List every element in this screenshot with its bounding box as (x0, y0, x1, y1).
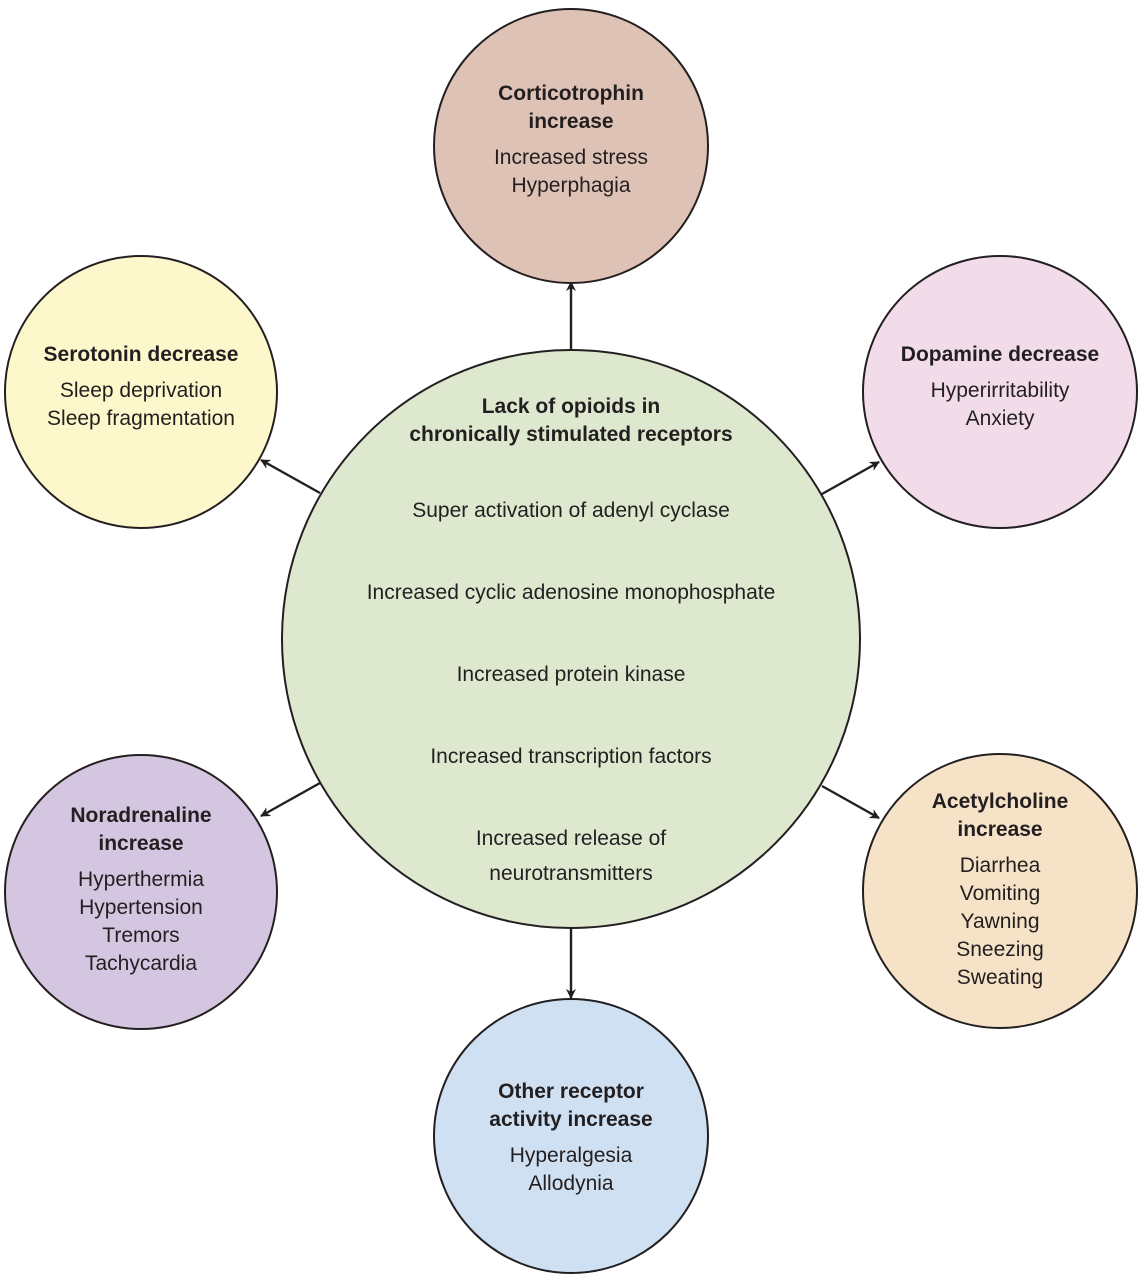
corticotrophin-title-line-2: increase (528, 110, 614, 133)
noradrenaline-title: Noradrenaline increase (6, 802, 276, 858)
arrow-to-acetylcholine (821, 784, 880, 820)
symptom-item: Diarrhea (959, 854, 1041, 877)
acetylcholine-title: Acetylcholine increase (864, 788, 1136, 844)
arrow-to-serotonin (260, 458, 321, 495)
step-protein-kinase: Increased protein kinase (456, 663, 686, 686)
symptom-item: Sweating (956, 966, 1044, 989)
step-final-line-1: Increased release of (475, 827, 667, 850)
symptom-item: Tremors (102, 924, 180, 947)
step-neurotransmitter-release: Increased release of neurotransmitters (283, 821, 859, 891)
serotonin-title-line-1: Serotonin decrease (43, 343, 239, 366)
other-receptor-title-line-1: Other receptor (498, 1080, 644, 1103)
dopamine-title-line-1: Dopamine decrease (900, 343, 1100, 366)
symptom-item: Vomiting (959, 882, 1041, 905)
other-receptor-title-line-2: activity increase (489, 1108, 653, 1131)
step-adenyl-cyclase: Super activation of adenyl cyclase (412, 499, 730, 522)
corticotrophin-node: Corticotrophin increase Increased stress… (433, 8, 709, 284)
dopamine-node: Dopamine decrease Hyperirritability Anxi… (862, 255, 1138, 529)
symptom-item: Tachycardia (84, 952, 198, 975)
symptom-item: Hyperthermia (77, 868, 205, 891)
arrow-to-noradrenaline (260, 781, 321, 818)
center-title: Lack of opioids in chronically stimulate… (283, 393, 859, 449)
dopamine-title: Dopamine decrease (864, 341, 1136, 369)
noradrenaline-node: Noradrenaline increase Hyperthermia Hype… (4, 754, 278, 1030)
symptom-item: Hyperalgesia (509, 1144, 633, 1167)
step-camp: Increased cyclic adenosine monophosphate (366, 581, 776, 604)
other-receptor-title: Other receptor activity increase (435, 1078, 707, 1134)
serotonin-title: Serotonin decrease (6, 341, 276, 369)
other-receptor-symptoms: Hyperalgesia Allodynia (435, 1142, 707, 1198)
corticotrophin-title: Corticotrophin increase (435, 80, 707, 136)
serotonin-node: Serotonin decrease Sleep deprivation Sle… (4, 255, 278, 529)
symptom-item: Sleep deprivation (59, 379, 223, 402)
noradrenaline-title-line-1: Noradrenaline (70, 804, 212, 827)
symptom-item: Allodynia (528, 1172, 614, 1195)
step-transcription-factors: Increased transcription factors (430, 745, 712, 768)
symptom-item: Hyperphagia (511, 174, 631, 197)
corticotrophin-title-line-1: Corticotrophin (498, 82, 644, 105)
symptom-item: Hyperirritability (930, 379, 1070, 402)
noradrenaline-symptoms: Hyperthermia Hypertension Tremors Tachyc… (6, 866, 276, 978)
other-receptor-node: Other receptor activity increase Hyperal… (433, 998, 709, 1274)
acetylcholine-title-line-2: increase (957, 818, 1043, 841)
noradrenaline-title-line-2: increase (98, 832, 184, 855)
acetylcholine-symptoms: Diarrhea Vomiting Yawning Sneezing Sweat… (864, 852, 1136, 992)
symptom-item: Sleep fragmentation (47, 407, 235, 430)
corticotrophin-symptoms: Increased stress Hyperphagia (435, 144, 707, 200)
center-title-line-1: Lack of opioids in (481, 395, 661, 418)
symptom-item: Hypertension (79, 896, 203, 919)
center-title-line-2: chronically stimulated receptors (409, 423, 733, 446)
symptom-item: Sneezing (956, 938, 1044, 961)
step-final-line-2: neurotransmitters (489, 862, 653, 885)
center-node: Lack of opioids in chronically stimulate… (281, 349, 861, 929)
symptom-item: Yawning (960, 910, 1040, 933)
arrow-to-dopamine (821, 460, 880, 496)
acetylcholine-title-line-1: Acetylcholine (931, 790, 1069, 813)
symptom-item: Increased stress (493, 146, 649, 169)
serotonin-symptoms: Sleep deprivation Sleep fragmentation (6, 377, 276, 433)
dopamine-symptoms: Hyperirritability Anxiety (864, 377, 1136, 433)
acetylcholine-node: Acetylcholine increase Diarrhea Vomiting… (862, 753, 1138, 1029)
symptom-item: Anxiety (965, 407, 1035, 430)
